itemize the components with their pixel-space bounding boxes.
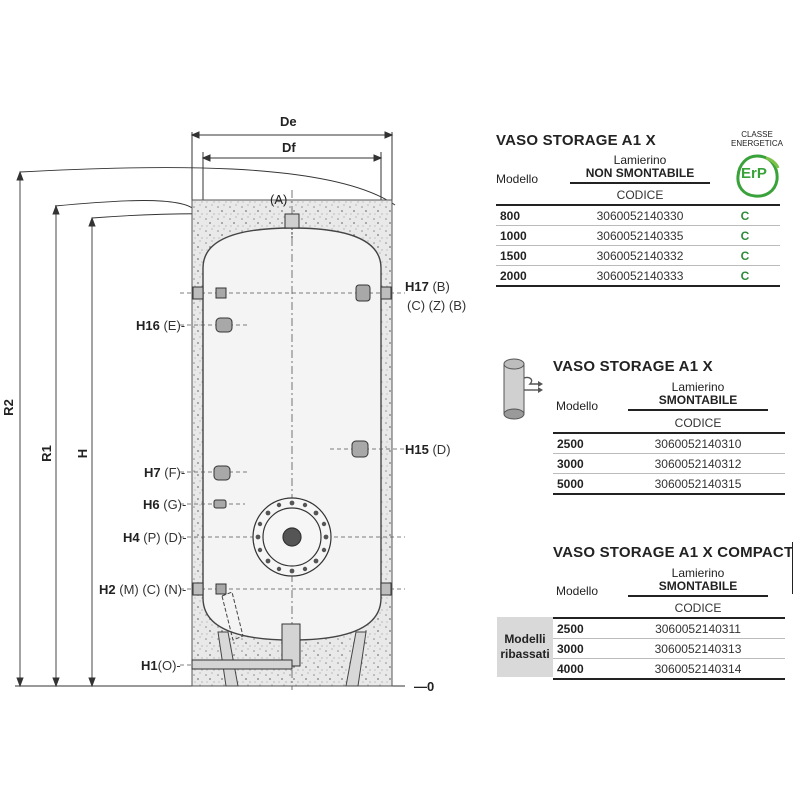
- code-cell: 3060052140330: [570, 204, 710, 226]
- table1-title: VASO STORAGE A1 X: [496, 132, 656, 149]
- model-cell: 4000: [553, 658, 628, 680]
- label-h7: H7 (F)-: [144, 465, 186, 480]
- table1-col-model: Modello: [496, 172, 539, 186]
- erp-class-cell: C: [710, 204, 780, 226]
- model-cell: 2500: [553, 432, 628, 454]
- dimension-r1: [52, 204, 60, 688]
- code-cell: 3060052140312: [628, 453, 768, 474]
- label-h: H: [75, 448, 91, 459]
- dimension-de: [190, 131, 394, 200]
- label-de: De: [280, 114, 297, 129]
- dimension-r2: [16, 170, 24, 688]
- table2: 2500 3060052140310 3000 3060052140312 50…: [553, 432, 785, 495]
- code-cell: 3060052140311: [628, 617, 768, 639]
- label-h4: H4 (P) (D)-: [123, 530, 187, 545]
- label-h1: H1(O)-: [141, 658, 181, 673]
- table-row: 3000 3060052140312: [553, 453, 785, 474]
- table-row: 1500 3060052140332 C: [496, 245, 780, 266]
- code-cell: 3060052140314: [628, 658, 768, 680]
- label-h6: H6 (G)-: [143, 497, 187, 512]
- table3-divider: [792, 542, 793, 594]
- model-cell: 2000: [496, 265, 570, 287]
- top-fitting-a: [284, 213, 300, 238]
- table2-col-model: Modello: [556, 399, 599, 413]
- fittings: [192, 284, 392, 596]
- code-cell: 3060052140310: [628, 432, 768, 454]
- label-h17: H17 (B): [405, 279, 450, 294]
- model-cell: 3000: [553, 638, 628, 659]
- table3-col-model: Modello: [556, 584, 599, 598]
- table2-title: VASO STORAGE A1 X: [553, 358, 713, 375]
- model-cell: 1000: [496, 225, 570, 246]
- dimension-df: [201, 152, 383, 230]
- table-row: 2500 3060052140310: [553, 432, 785, 454]
- erp-class-cell: C: [710, 265, 780, 287]
- table3: 2500 3060052140311 3000 3060052140313 40…: [553, 617, 785, 680]
- code-cell: 3060052140313: [628, 638, 768, 659]
- flange-bolts: [255, 500, 329, 574]
- manhole-flange: [252, 497, 332, 577]
- table-row: 2000 3060052140333 C: [496, 265, 780, 287]
- label-df: Df: [282, 140, 296, 155]
- erp-class-cell: C: [710, 245, 780, 266]
- label-h17-extra: (C) (Z) (B): [407, 298, 467, 313]
- model-cell: 5000: [553, 473, 628, 495]
- model-cell: 1500: [496, 245, 570, 266]
- label-a: (A): [270, 192, 288, 207]
- model-cell: 2500: [553, 617, 628, 639]
- table1-col-material: Lamierino NON SMONTABILE: [570, 154, 710, 184]
- erp-caption: CLASSE ENERGETICA: [731, 130, 784, 148]
- bottom-drain: [191, 623, 301, 670]
- model-cell: 3000: [553, 453, 628, 474]
- dimension-h: [88, 216, 96, 688]
- erp-class-cell: C: [710, 225, 780, 246]
- label-h2: H2 (M) (C) (N)-: [99, 582, 187, 597]
- table-row: 4000 3060052140314: [553, 658, 785, 680]
- label-r2: R2: [0, 399, 16, 416]
- table-row: 1000 3060052140335 C: [496, 225, 780, 246]
- table-row: 2500 3060052140311: [553, 617, 785, 639]
- support-legs: [217, 631, 367, 687]
- model-cell: 800: [496, 204, 570, 226]
- table3-title: VASO STORAGE A1 X COMPACT: [553, 544, 794, 561]
- table3-col-material: Lamierino SMONTABILE: [628, 567, 768, 597]
- dip-pipe: [221, 591, 244, 641]
- table-row: 5000 3060052140315: [553, 473, 785, 495]
- erp-badge-text: ErP: [741, 165, 767, 182]
- code-cell: 3060052140315: [628, 473, 768, 495]
- table3-col-code: CODICE: [674, 601, 722, 615]
- code-cell: 3060052140332: [570, 245, 710, 266]
- table2-col-material: Lamierino SMONTABILE: [628, 381, 768, 411]
- erp-leaf-icon: [736, 154, 780, 198]
- rolled-sheet-icon: [503, 358, 543, 420]
- code-cell: 3060052140333: [570, 265, 710, 287]
- label-h16: H16 (E)-: [136, 318, 186, 333]
- label-zero: —0: [414, 679, 435, 694]
- table1: 800 3060052140330 C 1000 3060052140335 C…: [496, 204, 780, 287]
- table2-col-code: CODICE: [674, 416, 722, 430]
- table-row: 800 3060052140330 C: [496, 204, 780, 226]
- label-h15: H15 (D): [405, 442, 451, 457]
- tank-drawing: [15, 131, 405, 690]
- code-cell: 3060052140335: [570, 225, 710, 246]
- table-row: 3000 3060052140313: [553, 638, 785, 659]
- label-r1: R1: [38, 445, 54, 462]
- table1-col-code: CODICE: [616, 188, 664, 202]
